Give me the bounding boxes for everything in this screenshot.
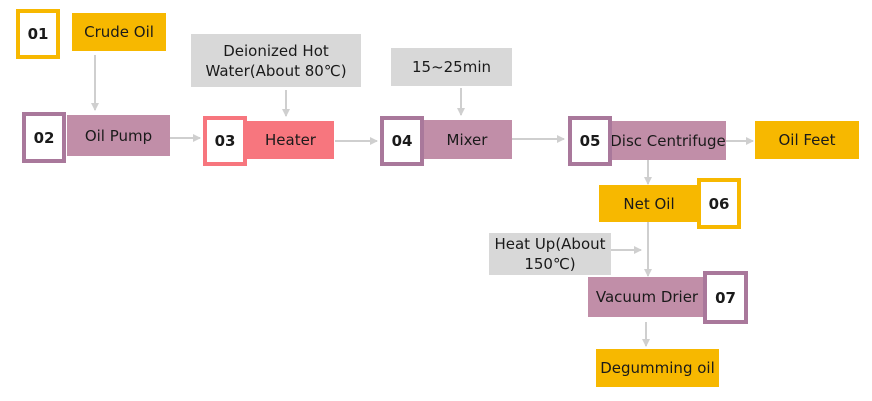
hot-water-line-2: Water(About 80℃)	[205, 61, 347, 80]
degumming-oil-box: Degumming oil	[596, 349, 719, 387]
hot-water-input-box: Deionized Hot Water(About 80℃)	[191, 34, 361, 87]
crude-oil-label: Crude Oil	[84, 23, 154, 41]
degumming-oil-label: Degumming oil	[600, 359, 715, 377]
oil-pump-box: Oil Pump	[67, 115, 170, 156]
heat-up-line-1: Heat Up(About	[494, 235, 606, 253]
mix-time-label: 15~25min	[411, 58, 492, 76]
oil-feet-label: Oil Feet	[778, 131, 836, 149]
net-oil-box: Net Oil	[599, 185, 699, 222]
step-02-badge: 02	[22, 112, 66, 163]
oil-pump-label: Oil Pump	[84, 126, 153, 145]
step-06-badge: 06	[697, 178, 741, 229]
heat-up-line-2: 150℃)	[524, 255, 576, 273]
vacuum-drier-label: Vacuum Drier	[595, 288, 699, 306]
heater-box: Heater	[247, 121, 334, 159]
heat-up-input-box: Heat Up(About 150℃)	[489, 233, 611, 275]
step-03-badge: 03	[203, 116, 247, 166]
vacuum-drier-box: Vacuum Drier	[588, 277, 706, 317]
net-oil-label: Net Oil	[623, 194, 675, 213]
crude-oil-box: Crude Oil	[72, 13, 166, 51]
hot-water-line-1: Deionized Hot	[223, 41, 329, 60]
mixer-label: Mixer	[446, 130, 488, 149]
step-01-badge: 01	[16, 9, 60, 59]
step-05-badge: 05	[568, 116, 612, 166]
step-04-badge: 04	[380, 116, 424, 166]
oil-feet-box: Oil Feet	[755, 121, 859, 159]
mixer-box: Mixer	[422, 120, 512, 159]
heater-label: Heater	[265, 131, 316, 149]
mix-time-input-box: 15~25min	[391, 48, 512, 86]
disc-centrifuge-box: Disc Centrifuge	[610, 121, 726, 160]
step-07-badge: 07	[703, 271, 748, 324]
disc-centrifuge-label: Disc Centrifuge	[610, 131, 726, 150]
